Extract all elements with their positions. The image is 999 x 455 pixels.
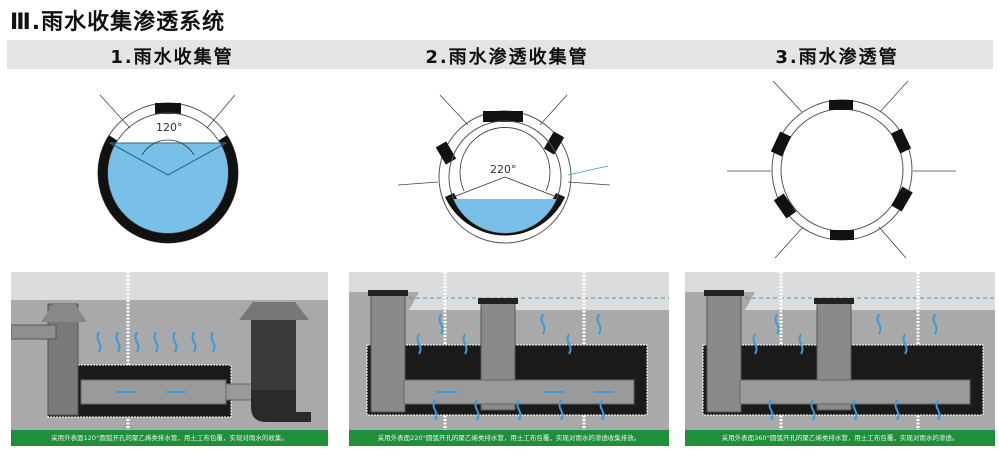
section-header-bar: 1.雨水收集管 2.雨水渗透收集管 3.雨水渗透管 xyxy=(7,40,993,69)
page-title: Ⅲ.雨水收集渗透系统 xyxy=(10,10,226,35)
infiltration-pipe-installation-scene xyxy=(685,272,995,430)
rain-infiltration-arrows xyxy=(96,331,216,393)
inspection-well xyxy=(47,303,79,416)
angle-label: 120° xyxy=(156,121,183,134)
column-title-infiltration-pipe: 3.雨水渗透管 xyxy=(775,47,899,68)
pipe-perforation-segments xyxy=(770,100,913,240)
column-title-infiltration-collection-pipe: 2.雨水渗透收集管 xyxy=(425,47,589,68)
inlet-pipe xyxy=(11,324,57,340)
pipe-solid-wall xyxy=(97,135,238,244)
inflow-arrow xyxy=(99,94,131,129)
caption-infiltration-pipe: 采用外表面360°圆弧开孔的聚乙烯类排水管，用土工布包覆，实现对雨水的渗透。 xyxy=(685,430,995,446)
infiltration-arrows xyxy=(416,313,614,421)
pipe-section-220-diagram: 220° xyxy=(397,94,611,244)
corrugated-pipe xyxy=(80,379,227,405)
caption-collection-pipe: 采用外表面120°圆弧开孔的聚乙烯类排水管，用土工布包覆，实现对雨水的收集。 xyxy=(11,430,328,446)
angle-arc xyxy=(141,139,195,156)
water-inflow-arrow xyxy=(567,165,609,176)
infiltration-arrows xyxy=(752,313,941,421)
caption-infiltration-collection-pipe: 采用外表面220°圆弧开孔的聚乙烯类排水管，用土工布包覆，实现对雨水的渗透收集排… xyxy=(349,430,669,446)
water-fill xyxy=(108,143,228,233)
angle-arc xyxy=(459,127,551,192)
collection-pipe-installation-scene xyxy=(11,272,328,430)
pipe-segment xyxy=(483,111,523,122)
inspection-well xyxy=(706,293,742,413)
pipe-top-segment xyxy=(155,103,181,114)
angle-lines xyxy=(109,142,227,176)
pipe-section-120-diagram: 120° xyxy=(97,94,239,244)
pipe-solid-wall xyxy=(445,193,565,236)
pipe-segment xyxy=(435,141,457,165)
infiltration-collection-installation-scene xyxy=(349,272,669,430)
pipe-section-360-diagram xyxy=(727,80,956,259)
column-title-collection-pipe: 1.雨水收集管 xyxy=(110,47,234,68)
angle-label: 220° xyxy=(490,163,517,176)
outlet-well xyxy=(251,310,296,390)
angle-lines xyxy=(447,176,563,200)
inflow-arrow xyxy=(206,94,236,129)
pipe-segment xyxy=(543,131,565,155)
inspection-well xyxy=(370,293,406,413)
